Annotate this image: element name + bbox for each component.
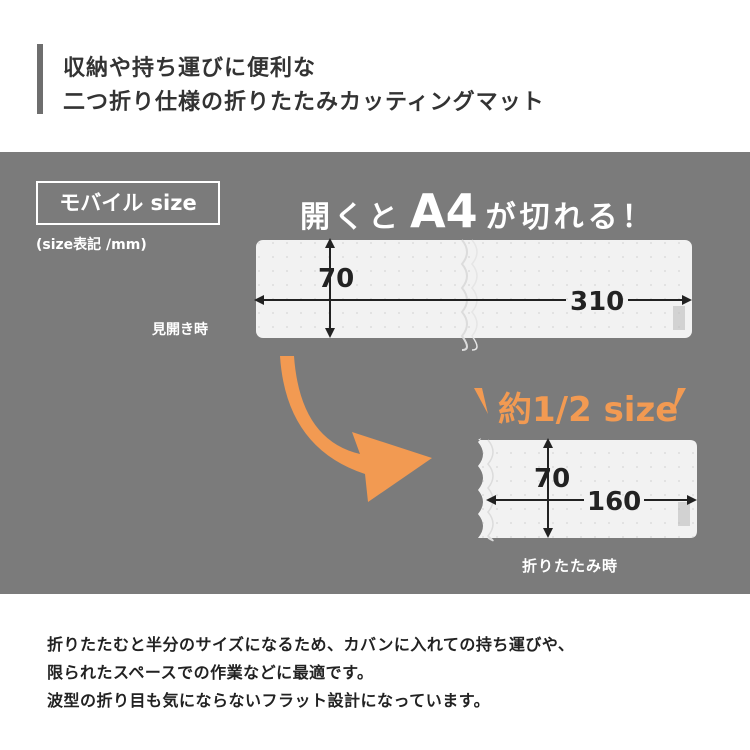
fold-arrow [280, 356, 432, 502]
headline-a4: A4 [410, 184, 478, 238]
header-title-line-1: 収納や持ち運びに便利な [63, 56, 317, 81]
description-line-3: 波型の折り目も気にならないフラット設計になっています。 [47, 691, 491, 710]
folded-state-label: 折りたたみ時 [522, 557, 619, 575]
header-accent-bar [37, 44, 43, 114]
header-title-line-2: 二つ折り仕様の折りたたみカッティングマット [63, 90, 545, 115]
open-state-label: 見開き時 [152, 322, 208, 338]
emphasis-marks [474, 388, 686, 414]
half-size-label: 約1/2 size [498, 390, 679, 430]
folded-width-value: 160 [587, 487, 641, 517]
unit-note: (size表記 /mm) [36, 237, 147, 253]
open-width-value: 310 [570, 287, 624, 317]
open-height-value: 70 [318, 264, 354, 294]
folded-height-value: 70 [534, 464, 570, 494]
headline-part-3: が切れる！ [485, 200, 656, 235]
size-badge: モバイル size [36, 181, 220, 225]
description-line-1: 折りたたむと半分のサイズになるため、カバンに入れての持ち運びや、 [47, 635, 575, 654]
folded-mat [478, 438, 697, 542]
open-mat [256, 239, 692, 351]
description-line-2: 限られたスペースでの作業などに最適です。 [47, 663, 374, 682]
mat-diagram: 70 310 70 160 [254, 238, 697, 542]
headline-part-1: 開くと [300, 200, 402, 235]
